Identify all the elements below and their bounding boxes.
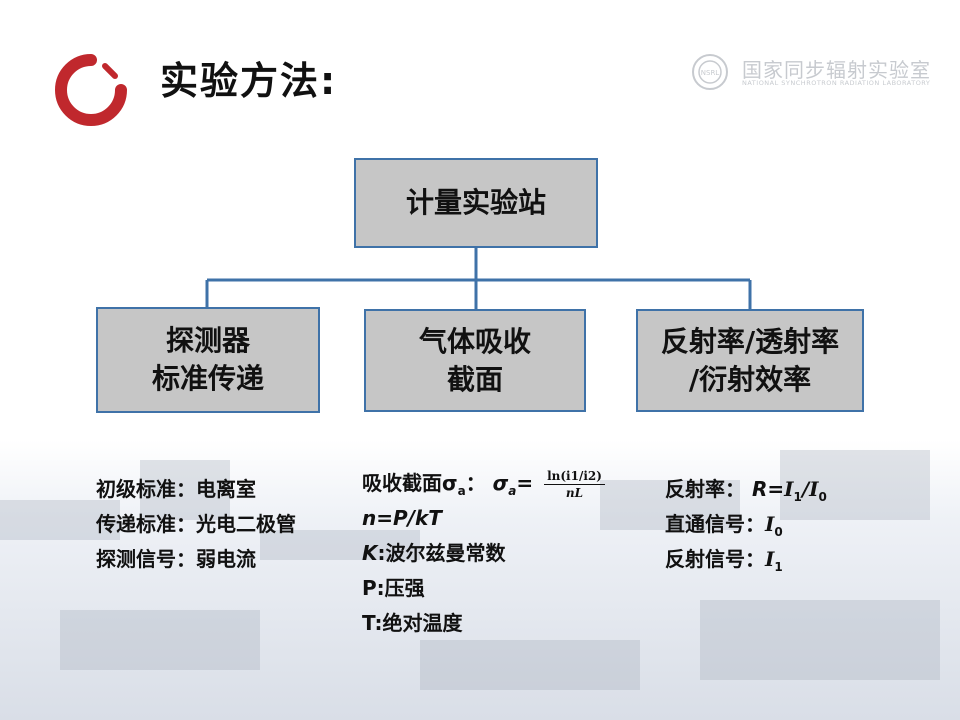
child-node-detector-box: 探测器 标准传递 [96, 307, 320, 413]
child-node-reflectivity-box: 反射率/透射率 /衍射效率 [636, 309, 864, 412]
direct-signal-label: 直通信号： [665, 512, 765, 536]
lab-logo: NSRL 国家同步辐射实验室 NATIONAL SYNCHROTRON RADI… [690, 52, 940, 92]
direct-signal-sub: 0 [774, 525, 783, 539]
page-title: 实验方法: [160, 59, 338, 103]
root-node-box: 计量实验站 [354, 158, 598, 248]
reflectivity-eq: = [767, 477, 785, 501]
sigma-lhs: σ [492, 471, 509, 495]
reflected-signal-label: 反射信号： [665, 547, 765, 571]
reflectivity-label: 反射率： [665, 477, 745, 501]
reflected-signal-line: 反射信号：I1 [665, 542, 827, 577]
lab-name-en: NATIONAL SYNCHROTRON RADIATION LABORATOR… [742, 79, 931, 87]
direct-signal-var: I [765, 512, 775, 536]
reflectivity-i0: I [809, 477, 819, 501]
background-photo-overlay [0, 450, 940, 690]
equals-sign: = [516, 471, 534, 495]
sigma-label: 吸收截面σ [362, 471, 458, 495]
boltzmann-text: :波尔兹曼常数 [377, 541, 506, 565]
detection-signal-line: 探测信号：弱电流 [96, 547, 256, 571]
absorption-fraction: ln(i1/i2) nL [544, 468, 605, 501]
reflected-signal-sub: 1 [774, 560, 783, 574]
nsrl-emblem-text: NSRL [701, 69, 720, 77]
lab-name-cn: 国家同步辐射实验室 [742, 58, 931, 82]
direct-signal-line: 直通信号：I0 [665, 507, 827, 542]
red-ring-logo-icon [55, 54, 127, 126]
boltzmann-var: K [362, 541, 378, 565]
absorption-formula-line: 吸收截面σa： σa= ln(i1/i2) nL [362, 466, 605, 501]
temperature-line: T:绝对温度 [362, 611, 463, 635]
reflectivity-line: 反射率： R=I1/I0 [665, 472, 827, 507]
reflectivity-slash: / [801, 477, 810, 501]
reflectivity-var: R [751, 477, 768, 501]
boltzmann-line: K:波尔兹曼常数 [362, 536, 605, 571]
reflectivity-i1: I [784, 477, 794, 501]
fraction-denominator: nL [565, 486, 584, 500]
primary-standard-line: 初级标准：电离室 [96, 477, 256, 501]
right-text-column: 反射率： R=I1/I0 直通信号：I0 反射信号：I1 [665, 472, 827, 577]
middle-text-column: 吸收截面σa： σa= ln(i1/i2) nL n=P/kT K:波尔兹曼常数… [362, 466, 605, 641]
density-formula-line: n=P/kT [362, 506, 442, 530]
nsrl-emblem-icon: NSRL [692, 54, 728, 90]
sigma-label-sub: a [457, 484, 466, 498]
sigma-lhs-sub: a [508, 484, 517, 498]
reflectivity-i1-sub: 1 [793, 490, 802, 504]
pressure-line: P:压强 [362, 576, 425, 600]
sigma-colon: ： [465, 471, 486, 495]
reflectivity-i0-sub: 0 [818, 490, 827, 504]
child-node-gas-absorption-box: 气体吸收 截面 [364, 309, 586, 412]
reflected-signal-var: I [765, 547, 775, 571]
transfer-standard-line: 传递标准：光电二极管 [96, 512, 296, 536]
left-text-column: 初级标准：电离室 传递标准：光电二极管 探测信号：弱电流 [96, 472, 296, 577]
fraction-numerator: ln(i1/i2) [544, 468, 605, 485]
